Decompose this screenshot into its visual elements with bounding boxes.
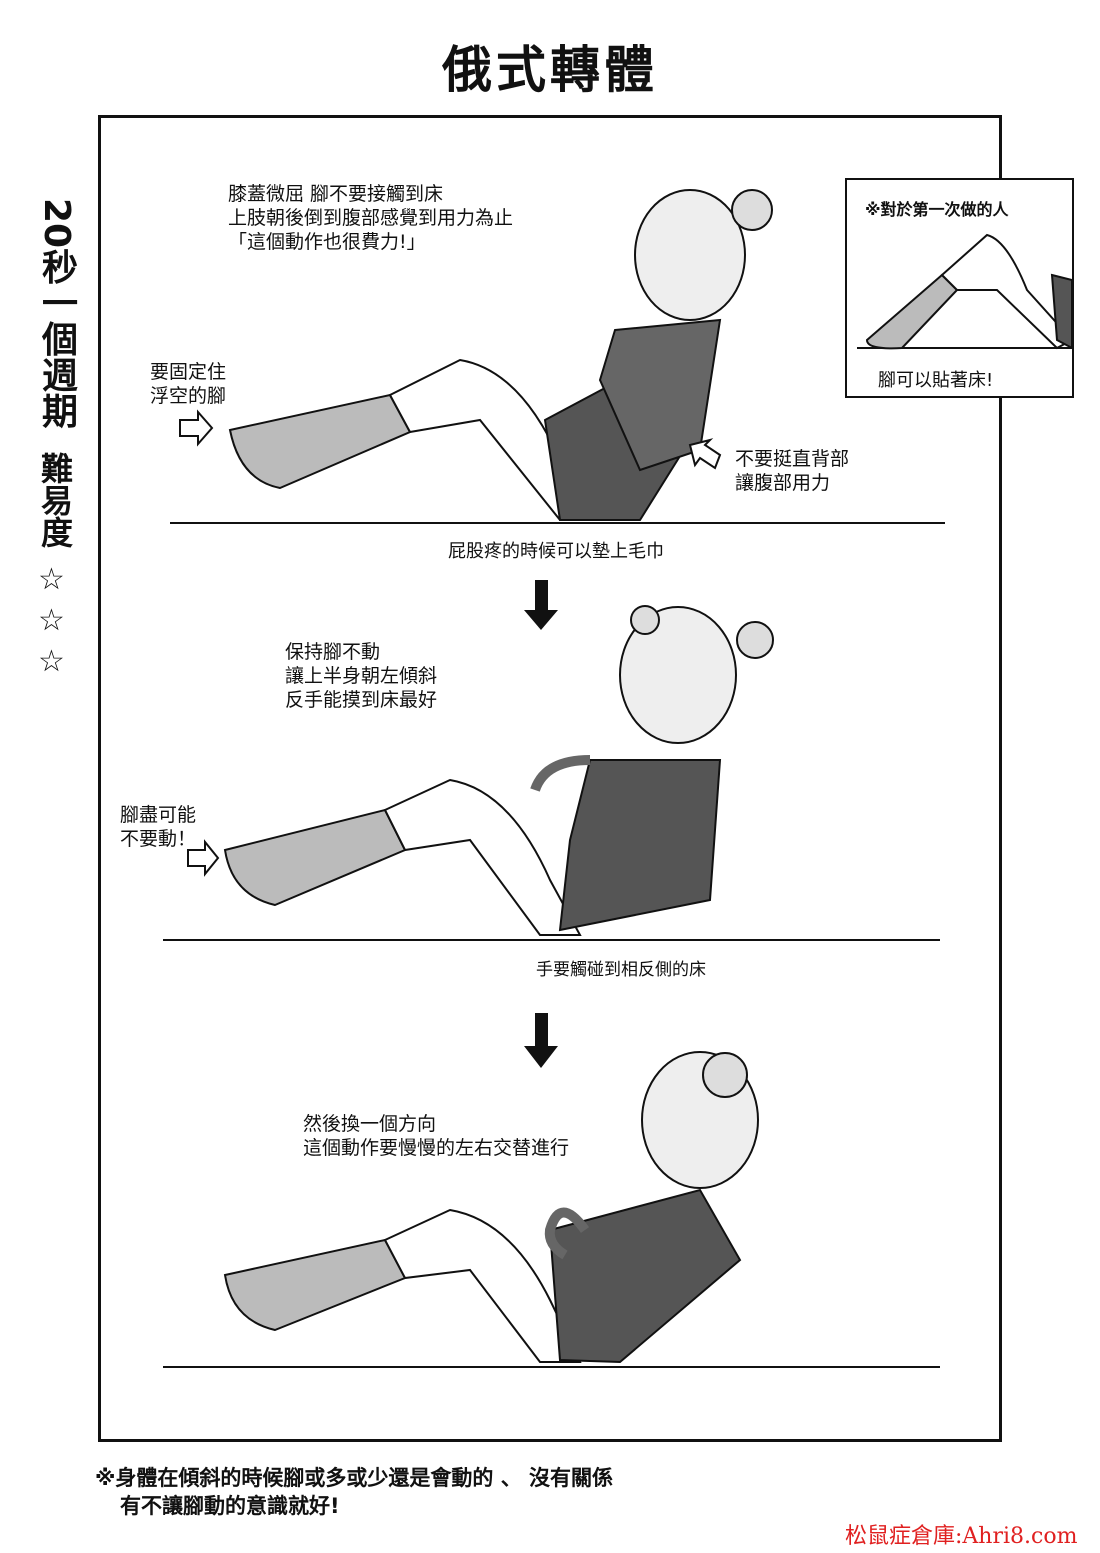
panel1-instructions: 膝蓋微屈 腳不要接觸到床 上肢朝後倒到腹部感覺到用力為止 「這個動作也很費力!」 bbox=[228, 183, 514, 253]
figure-2 bbox=[223, 605, 774, 936]
inset-header: ※對於第一次做的人 bbox=[865, 200, 1009, 219]
right-arrow-icon bbox=[179, 409, 214, 447]
panel2-instructions: 保持腳不動 讓上半身朝左傾斜 反手能摸到床最好 bbox=[285, 641, 438, 711]
curved-arrow-icon bbox=[530, 755, 591, 792]
panel2-left-note: 腳盡可能 不要動！ bbox=[120, 804, 197, 850]
cycle-label: 20秒一個週期 bbox=[36, 198, 77, 429]
up-left-arrow-icon bbox=[688, 438, 722, 470]
floor-line-2 bbox=[163, 939, 940, 941]
down-arrow-icon bbox=[524, 580, 558, 630]
watermark: 松鼠症倉庫:Ahri8.com bbox=[845, 1524, 1078, 1549]
down-arrows bbox=[524, 580, 558, 1068]
panel1-caption: 屁股疼的時候可以墊上毛巾 bbox=[448, 541, 664, 562]
panel1-left-note: 要固定住 浮空的腳 bbox=[150, 361, 227, 407]
panel1-right-note: 不要挺直背部 讓腹部用力 bbox=[735, 448, 850, 494]
arrows bbox=[179, 409, 722, 1260]
floor-line-1 bbox=[170, 522, 945, 524]
difficulty-label: 難易度 bbox=[36, 452, 74, 548]
leg-sock-1 bbox=[228, 393, 412, 490]
main-frame bbox=[98, 115, 1002, 1442]
page-title: 俄式轉體 bbox=[442, 41, 658, 99]
inset-box: ※對於第一次做的人 腳可以貼著床! bbox=[845, 178, 1074, 398]
inset-figure bbox=[857, 233, 1074, 350]
figure-1 bbox=[228, 189, 773, 521]
figure-3 bbox=[223, 1051, 759, 1364]
floor-line-3 bbox=[163, 1366, 940, 1368]
panel2-caption: 手要觸碰到相反側的床 bbox=[536, 960, 706, 980]
right-arrow-icon bbox=[187, 839, 220, 877]
down-arrow-icon bbox=[524, 1013, 558, 1068]
footer-line-2: 有不讓腳動的意識就好! bbox=[120, 1494, 340, 1518]
footer-line-1: ※身體在傾斜的時候腳或多或少還是會動的 、 沒有關係 bbox=[95, 1466, 614, 1490]
difficulty-stars: ☆☆☆ bbox=[34, 562, 69, 685]
curved-arrow-icon bbox=[544, 1207, 590, 1260]
panel3-instructions: 然後換一個方向 這個動作要慢慢的左右交替進行 bbox=[303, 1113, 570, 1159]
inset-note: 腳可以貼著床! bbox=[878, 370, 994, 391]
